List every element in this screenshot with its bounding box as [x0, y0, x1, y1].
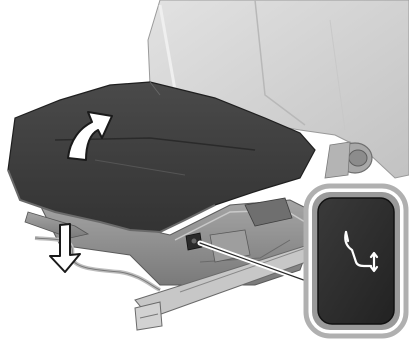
recline-hinge: [325, 142, 372, 178]
